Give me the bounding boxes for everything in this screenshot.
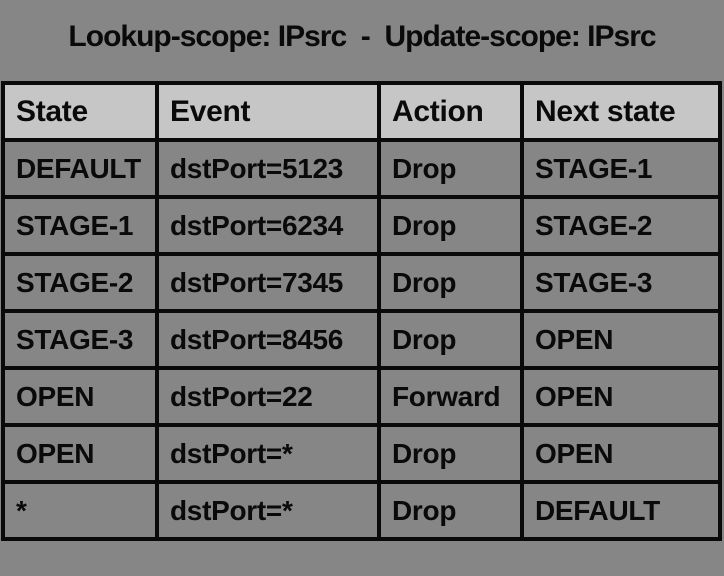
cell-next-state: STAGE-1 — [520, 138, 722, 199]
cell-next-state: DEFAULT — [520, 480, 722, 541]
state-transition-table: State Event Action Next state DEFAULT ds… — [1, 81, 722, 541]
cell-event: dstPort=22 — [155, 366, 381, 427]
cell-state: STAGE-3 — [1, 309, 159, 370]
table-row: STAGE-1 dstPort=6234 Drop STAGE-2 — [1, 195, 722, 256]
cell-event: dstPort=* — [155, 423, 381, 484]
column-header-state: State — [1, 81, 159, 142]
table-row: STAGE-2 dstPort=7345 Drop STAGE-3 — [1, 252, 722, 313]
cell-next-state: OPEN — [520, 366, 722, 427]
cell-event: dstPort=7345 — [155, 252, 381, 313]
cell-next-state: OPEN — [520, 309, 722, 370]
cell-state: OPEN — [1, 366, 159, 427]
cell-event: dstPort=6234 — [155, 195, 381, 256]
cell-state: * — [1, 480, 159, 541]
cell-action: Forward — [377, 366, 524, 427]
cell-next-state: STAGE-2 — [520, 195, 722, 256]
header-row: State Event Action Next state — [1, 81, 722, 142]
cell-action: Drop — [377, 252, 524, 313]
cell-event: dstPort=* — [155, 480, 381, 541]
cell-action: Drop — [377, 480, 524, 541]
figure-title-bar: Lookup-scope: IPsrc - Update-scope: IPsr… — [0, 0, 724, 74]
table-row: * dstPort=* Drop DEFAULT — [1, 480, 722, 541]
cell-event: dstPort=5123 — [155, 138, 381, 199]
cell-event: dstPort=8456 — [155, 309, 381, 370]
cell-next-state: OPEN — [520, 423, 722, 484]
column-header-event: Event — [155, 81, 381, 142]
cell-state: OPEN — [1, 423, 159, 484]
column-header-next-state: Next state — [520, 81, 722, 142]
cell-state: DEFAULT — [1, 138, 159, 199]
table-row: OPEN dstPort=* Drop OPEN — [1, 423, 722, 484]
table-row: OPEN dstPort=22 Forward OPEN — [1, 366, 722, 427]
table-row: STAGE-3 dstPort=8456 Drop OPEN — [1, 309, 722, 370]
cell-state: STAGE-1 — [1, 195, 159, 256]
column-header-action: Action — [377, 81, 524, 142]
table-row: DEFAULT dstPort=5123 Drop STAGE-1 — [1, 138, 722, 199]
cell-action: Drop — [377, 423, 524, 484]
cell-next-state: STAGE-3 — [520, 252, 722, 313]
cell-action: Drop — [377, 195, 524, 256]
figure-title: Lookup-scope: IPsrc - Update-scope: IPsr… — [68, 20, 656, 53]
cell-state: STAGE-2 — [1, 252, 159, 313]
cell-action: Drop — [377, 309, 524, 370]
cell-action: Drop — [377, 138, 524, 199]
